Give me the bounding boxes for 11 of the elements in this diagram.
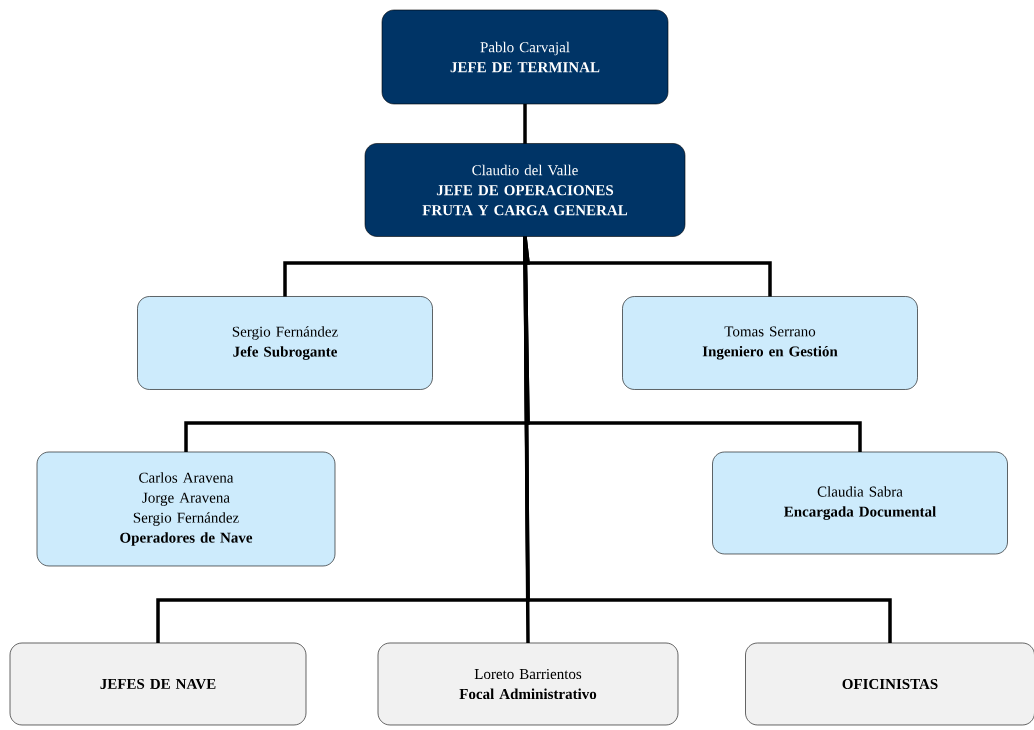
org-box: Tomas Serrano Ingeniero en Gestión	[622, 296, 918, 390]
org-box: Claudio del Valle JEFE DE OPERACIONES FRUTA Y CARGA GENERAL	[364, 143, 686, 237]
org-box: Loreto Barrientos Focal Administrativo	[377, 642, 679, 726]
org-box: Claudia Sabra Encargada Documental	[712, 451, 1008, 555]
org-box: OFICINISTAS	[745, 642, 1034, 726]
org-box: JEFES DE NAVE	[9, 642, 307, 726]
org-box: Pablo Carvajal JEFE DE TERMINAL	[381, 9, 669, 105]
org-box: Carlos Aravena Jorge Aravena Sergio Fernández Operadores de Nave	[36, 451, 336, 567]
org-box: Sergio Fernández Jefe Subrogante	[137, 296, 433, 390]
connector-line	[523, 235, 892, 645]
connector-line	[523, 102, 527, 145]
